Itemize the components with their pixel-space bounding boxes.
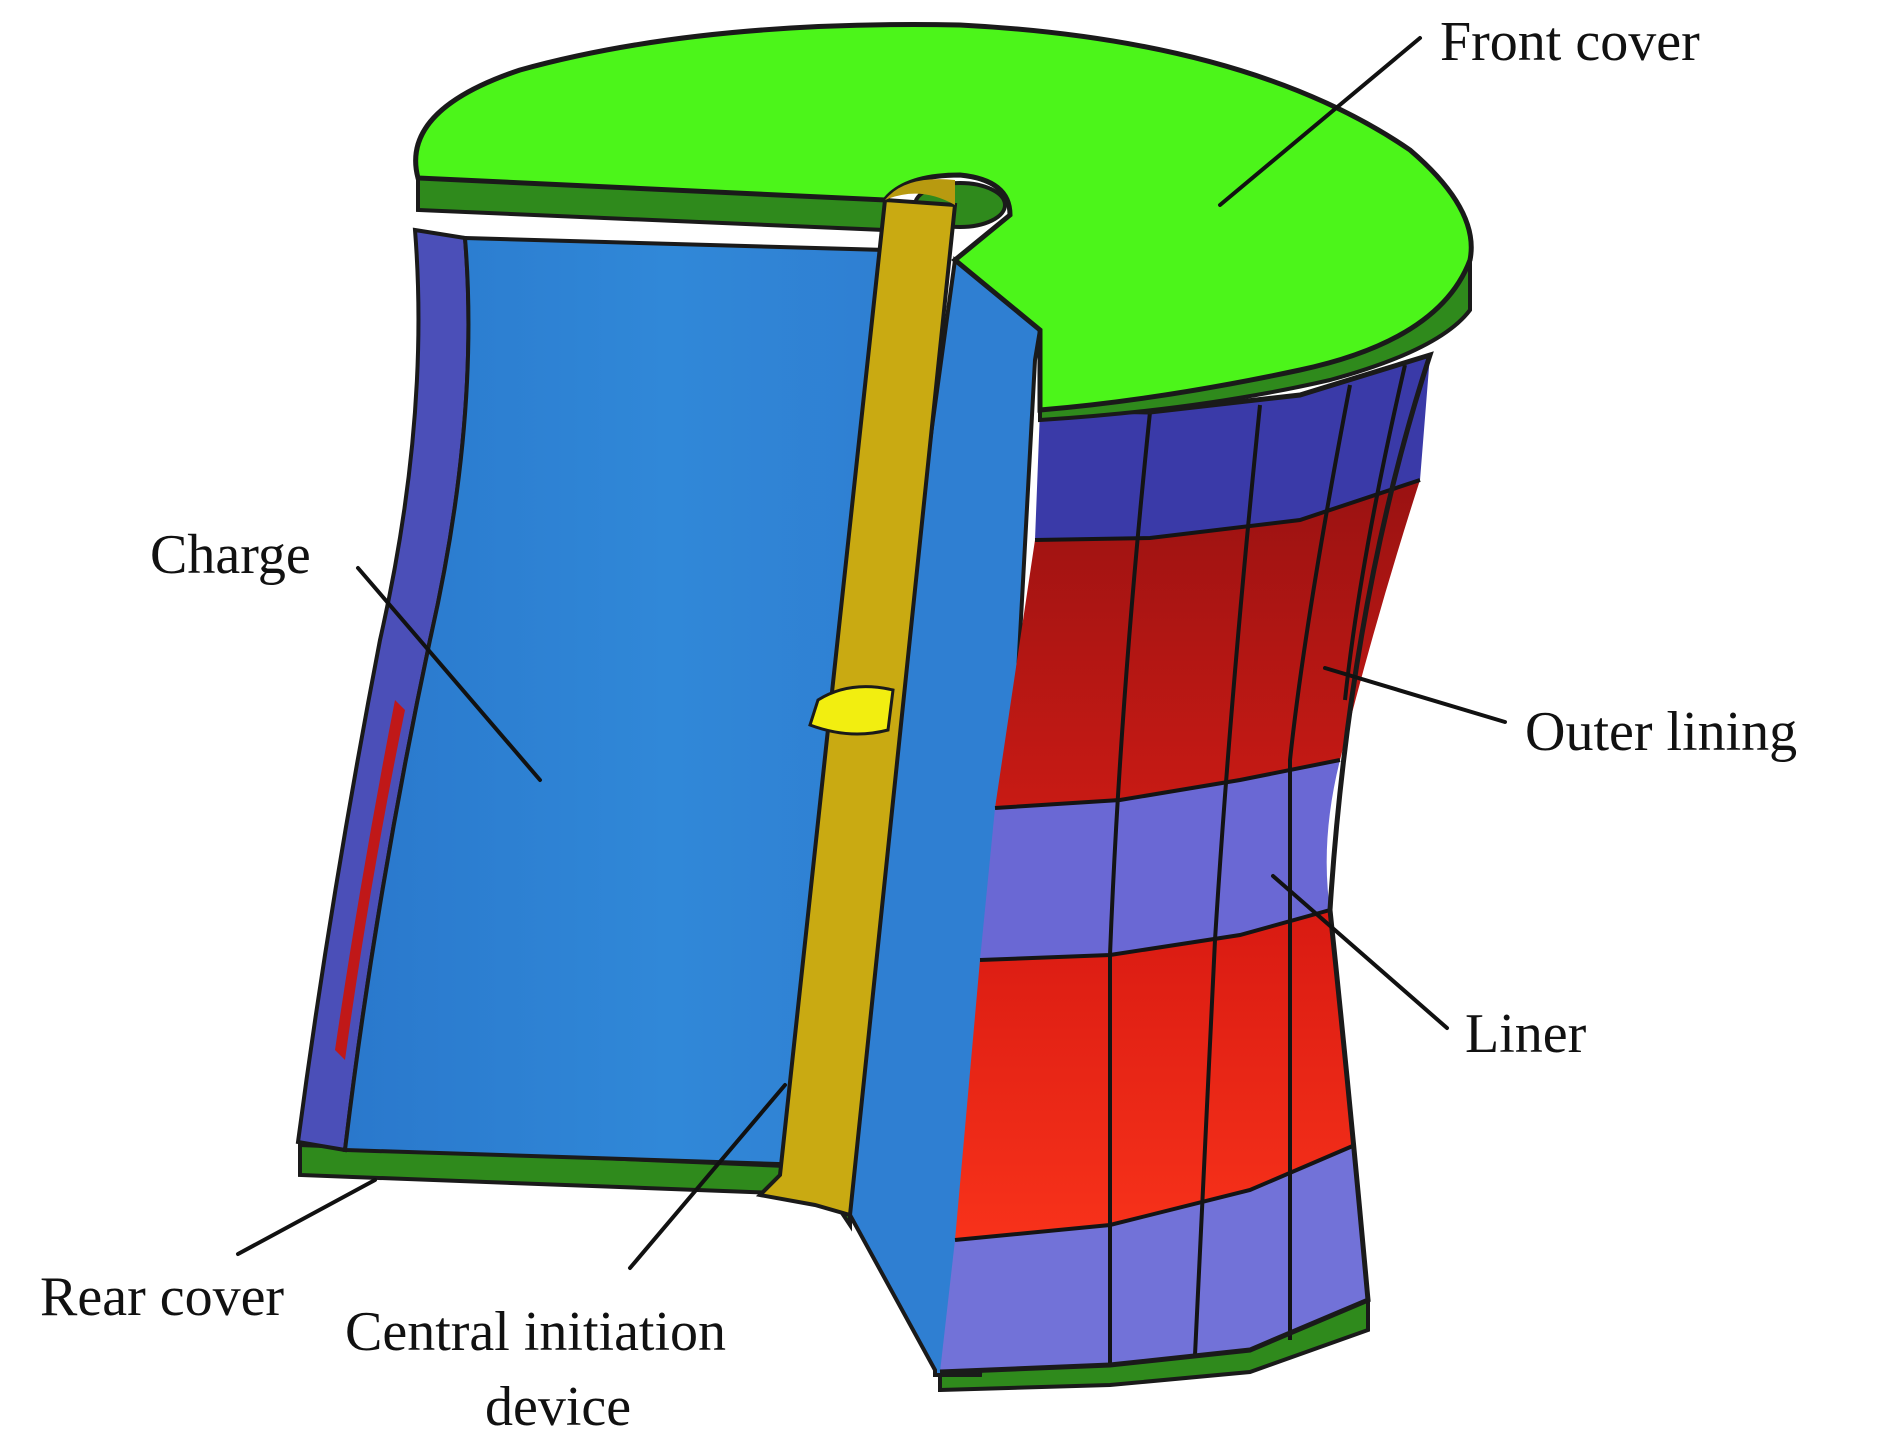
- front-cover-leader: [1218, 36, 1422, 207]
- rear-cover-leader: [236, 1178, 377, 1256]
- rear-cover-label: Rear cover: [40, 1266, 284, 1328]
- central-initiation-label-line1: Central initiation: [345, 1301, 726, 1363]
- charge-label: Charge: [150, 524, 311, 586]
- outer-lining-liner-grid: [939, 351, 1434, 1375]
- outer-lining-label: Outer lining: [1525, 701, 1797, 763]
- central-initiation-label-line2: device: [485, 1376, 631, 1438]
- charge-face: [342, 235, 888, 1168]
- outer-lining-leader: [1323, 666, 1507, 724]
- front-cover: [413, 22, 1474, 423]
- charge-leader: [356, 566, 542, 782]
- detonator-highlight: [808, 685, 895, 736]
- front-cover-label: Front cover: [1440, 11, 1700, 73]
- liner-label: Liner: [1465, 1003, 1587, 1065]
- liner-leader: [1271, 874, 1449, 1030]
- central-initiation-device: [755, 179, 958, 1218]
- central-initiation-leader: [628, 1083, 787, 1270]
